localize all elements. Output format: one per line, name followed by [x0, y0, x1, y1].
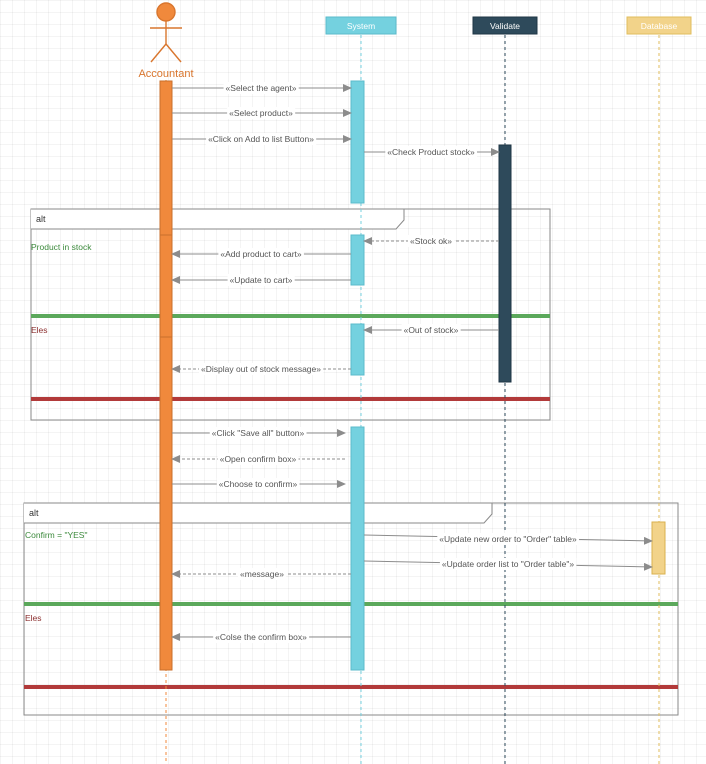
participant-system-label: System: [347, 21, 375, 31]
label-backdrop: [198, 363, 324, 375]
label-backdrop: [407, 235, 455, 247]
message-label: «Stock ok»: [410, 236, 452, 246]
label-backdrop: [223, 82, 299, 94]
alt-frame-confirm-tag: alt: [29, 508, 39, 518]
activation-system-4: [350, 426, 365, 671]
label-backdrop: [227, 107, 296, 119]
message-return-message[interactable]: «message»: [171, 568, 351, 580]
message-label: «Open confirm box»: [220, 454, 297, 464]
message-close-confirm-box[interactable]: «Colse the confirm box»: [171, 631, 351, 643]
actor-accountant-label: Accountant: [138, 68, 193, 80]
actor-icon: [150, 2, 182, 63]
message-out-of-stock[interactable]: «Out of stock»: [363, 324, 499, 336]
actor-accountant[interactable]: Accountant: [138, 2, 194, 80]
message-select-agent[interactable]: «Select the agent»: [172, 82, 352, 94]
message-choose-to-confirm[interactable]: «Choose to confirm»: [172, 478, 346, 490]
activation-system-2: [350, 234, 365, 286]
guard-else-stock: Eles: [31, 325, 48, 335]
message-label: «Check Product stock»: [387, 147, 475, 157]
message-label: «message»: [240, 569, 284, 579]
message-add-product-to-cart[interactable]: «Add product to cart»: [171, 248, 351, 260]
activation-system-3: [350, 323, 365, 376]
message-label: «Colse the confirm box»: [215, 632, 307, 642]
label-backdrop: [437, 533, 579, 545]
label-backdrop: [385, 146, 477, 158]
message-label: «Choose to confirm»: [219, 479, 298, 489]
participant-validate[interactable]: Validate: [472, 16, 538, 35]
message-label: «Select product»: [229, 108, 293, 118]
guard-else-confirm: Eles: [25, 613, 42, 623]
guard-product-in-stock: Product in stock: [31, 242, 92, 252]
label-backdrop: [213, 631, 310, 643]
label-backdrop: [439, 558, 577, 570]
message-label: «Click "Save all" button»: [212, 428, 305, 438]
label-backdrop: [217, 453, 299, 465]
message-open-confirm-box[interactable]: «Open confirm box»: [171, 453, 345, 465]
message-label: «Click on Add to list Button»: [208, 134, 314, 144]
guard-confirm-yes: Confirm = "YES": [25, 530, 87, 540]
activation-validate: [498, 144, 512, 383]
label-backdrop: [209, 427, 307, 439]
message-update-order-list[interactable]: «Update order list to "Order table"»: [363, 558, 653, 571]
operand-separator-red: [24, 685, 678, 689]
label-backdrop: [238, 568, 287, 580]
message-label: «Display out of stock message»: [201, 364, 321, 374]
message-display-out-of-stock[interactable]: «Display out of stock message»: [171, 363, 351, 375]
alt-frame-stock-tag: alt: [36, 214, 46, 224]
operand-separator-green: [31, 314, 550, 318]
label-backdrop: [216, 478, 300, 490]
label-backdrop: [206, 133, 317, 145]
message-label: «Update new order to "Order" table»: [439, 534, 577, 544]
activation-database: [651, 521, 666, 575]
label-backdrop: [218, 248, 304, 260]
label-backdrop: [401, 324, 461, 336]
message-label: «Update order list to "Order table"»: [442, 559, 574, 569]
message-update-new-order[interactable]: «Update new order to "Order" table»: [363, 533, 653, 545]
message-check-product-stock[interactable]: «Check Product stock»: [364, 146, 500, 158]
message-stock-ok[interactable]: «Stock ok»: [363, 235, 499, 247]
participant-database-label: Database: [641, 21, 678, 31]
label-backdrop: [227, 274, 295, 286]
participant-validate-label: Validate: [490, 21, 520, 31]
activation-accountant: [159, 80, 173, 671]
message-click-add-to-list[interactable]: «Click on Add to list Button»: [172, 133, 352, 145]
activation-system-1: [350, 80, 365, 204]
message-select-product[interactable]: «Select product»: [172, 107, 352, 119]
message-label: «Select the agent»: [226, 83, 297, 93]
participant-database[interactable]: Database: [626, 16, 692, 35]
participant-system[interactable]: System: [325, 16, 397, 35]
message-click-save-all[interactable]: «Click "Save all" button»: [172, 427, 346, 439]
operand-separator-red: [31, 397, 550, 401]
message-label: «Out of stock»: [404, 325, 459, 335]
message-label: «Add product to cart»: [220, 249, 302, 259]
alt-frame-stock: alt Product in stock Eles: [30, 208, 551, 421]
message-label: «Update to cart»: [230, 275, 293, 285]
message-update-to-cart[interactable]: «Update to cart»: [171, 274, 351, 286]
